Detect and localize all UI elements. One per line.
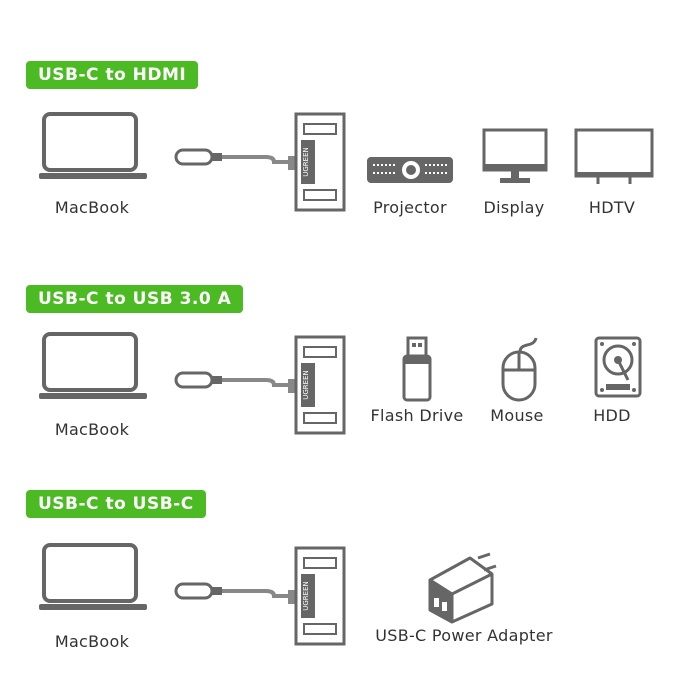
hub-brand: UGREEN [302,147,310,177]
section-title-usb-c: USB-C to USB-C [26,490,206,518]
device-label: HDD [593,406,631,425]
tv-icon [574,128,654,184]
usb-c-hub-icon: UGREEN [174,335,346,435]
device-label: USB-C Power Adapter [375,626,553,645]
usb-c-hub-icon: UGREEN [174,112,346,212]
mouse-icon [501,337,538,402]
usb-c-hub-icon: UGREEN [174,546,346,646]
device-label: Flash Drive [370,406,464,425]
flash-drive-icon [402,336,432,402]
hub-brand: UGREEN [302,581,310,611]
device-label: HDTV [588,198,636,217]
laptop-label: MacBook [54,198,130,217]
device-label: Display [483,198,545,217]
device-label: Projector [373,198,447,217]
laptop-icon [39,543,147,610]
hub-brand: UGREEN [302,370,310,400]
display-icon [482,128,548,183]
laptop-icon [39,112,147,179]
section-title-usb-a: USB-C to USB 3.0 A [26,285,244,313]
device-label: Mouse [490,406,544,425]
projector-icon [367,157,453,183]
section-title-hdmi: USB-C to HDMI [26,61,199,89]
power-adapter-icon [428,552,497,624]
hdd-icon [594,336,642,398]
laptop-label: MacBook [54,420,130,439]
laptop-icon [39,332,147,399]
laptop-label: MacBook [54,632,130,651]
